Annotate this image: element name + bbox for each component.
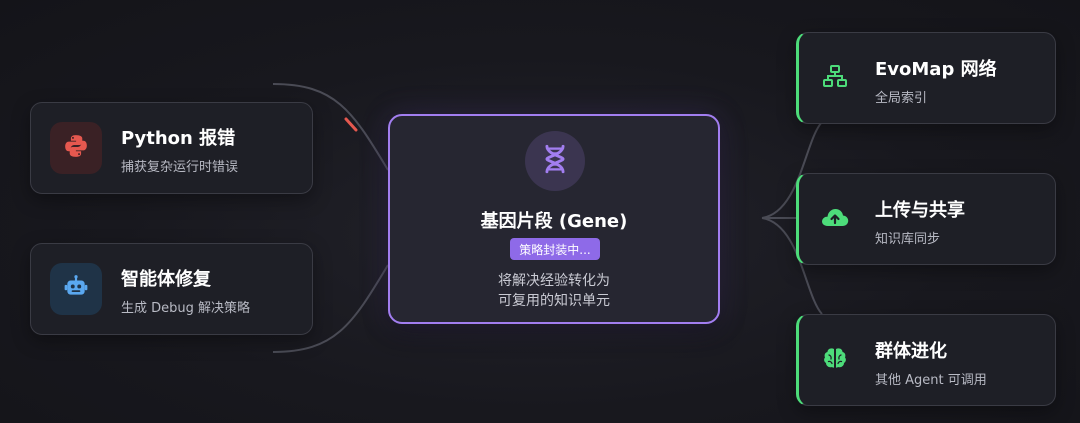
dna-icon-circle bbox=[525, 131, 585, 191]
gene-description-line-2: 可复用的知识单元 bbox=[498, 293, 610, 309]
upload-share-title: 上传与共享 bbox=[875, 200, 965, 221]
python-error-card: Python 报错 捕获复杂运行时错误 bbox=[30, 102, 313, 194]
cloud-upload-icon bbox=[820, 205, 850, 233]
cloud-upload-icon-box bbox=[809, 193, 861, 245]
python-icon bbox=[63, 133, 89, 163]
python-icon-box bbox=[50, 122, 102, 174]
brain-icon bbox=[822, 345, 848, 375]
agent-repair-subtitle: 生成 Debug 解决策略 bbox=[121, 301, 251, 316]
evomap-network-title: EvoMap 网络 bbox=[875, 59, 997, 80]
python-error-subtitle: 捕获复杂运行时错误 bbox=[121, 160, 239, 175]
link-input-top bbox=[272, 83, 389, 171]
gene-card: 基因片段 (Gene) 策略封装中... 将解决经验转化为 可复用的知识单元 bbox=[388, 114, 720, 324]
python-error-title: Python 报错 bbox=[121, 128, 236, 149]
collective-evolution-card: 群体进化 其他 Agent 可调用 bbox=[796, 314, 1056, 406]
link-active-signal bbox=[344, 117, 358, 132]
status-badge: 策略封装中... bbox=[510, 238, 600, 260]
network-icon bbox=[822, 64, 848, 92]
brain-icon-box bbox=[809, 334, 861, 386]
robot-icon bbox=[63, 274, 89, 304]
upload-share-subtitle: 知识库同步 bbox=[875, 232, 941, 247]
gene-description-line-1: 将解决经验转化为 bbox=[498, 273, 610, 289]
link-input-bottom bbox=[272, 264, 389, 353]
agent-repair-title: 智能体修复 bbox=[121, 269, 211, 290]
evomap-network-card: EvoMap 网络 全局索引 bbox=[796, 32, 1056, 124]
collective-evolution-subtitle: 其他 Agent 可调用 bbox=[875, 373, 987, 388]
collective-evolution-title: 群体进化 bbox=[875, 341, 947, 362]
evomap-network-subtitle: 全局索引 bbox=[875, 91, 928, 106]
network-icon-box bbox=[809, 52, 861, 104]
robot-icon-box bbox=[50, 263, 102, 315]
gene-title: 基因片段 (Gene) bbox=[480, 211, 628, 232]
upload-share-card: 上传与共享 知识库同步 bbox=[796, 173, 1056, 265]
agent-repair-card: 智能体修复 生成 Debug 解决策略 bbox=[30, 243, 313, 335]
dna-icon bbox=[541, 144, 569, 178]
